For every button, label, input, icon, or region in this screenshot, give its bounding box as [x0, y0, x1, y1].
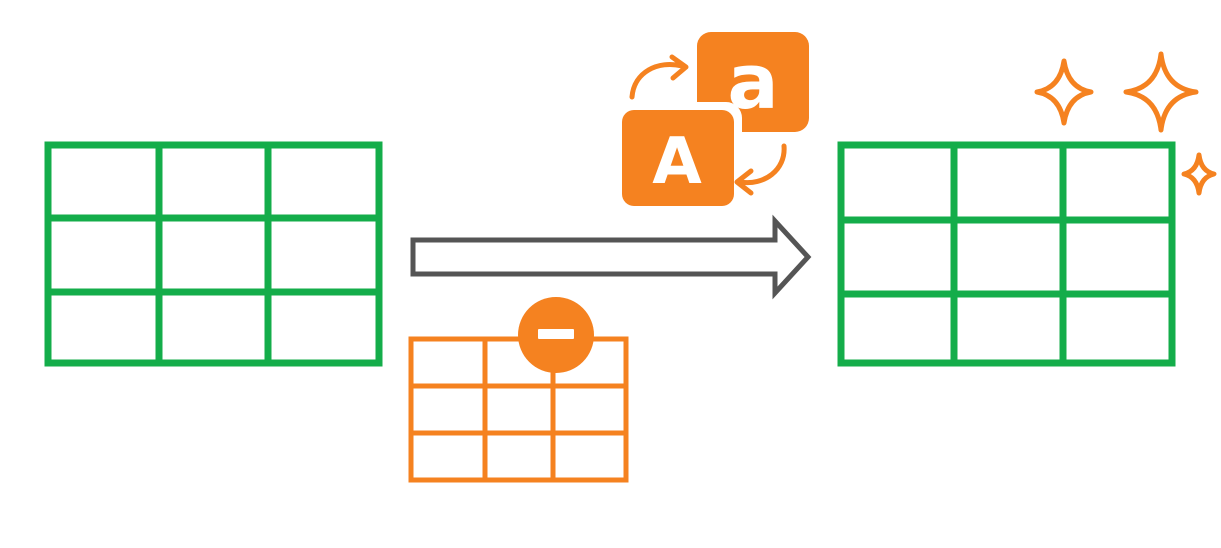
result-table-icon: [837, 141, 1176, 367]
sparkle-icon: [1034, 51, 1217, 196]
remove-column-table-icon: [408, 336, 629, 483]
transform-arrow-icon: [410, 214, 812, 300]
translate-icon: a A: [614, 32, 809, 212]
translate-arrow-bottom: [737, 143, 787, 186]
source-table-icon: [44, 141, 383, 367]
minus-badge-icon: [518, 297, 594, 373]
translate-upper-letter: A: [652, 125, 702, 199]
sparkle-icon-medium: [1034, 58, 1094, 126]
sparkle-icon-large: [1123, 51, 1199, 133]
sparkle-icon-small: [1181, 152, 1217, 196]
translate-arrow-top: [629, 62, 685, 100]
